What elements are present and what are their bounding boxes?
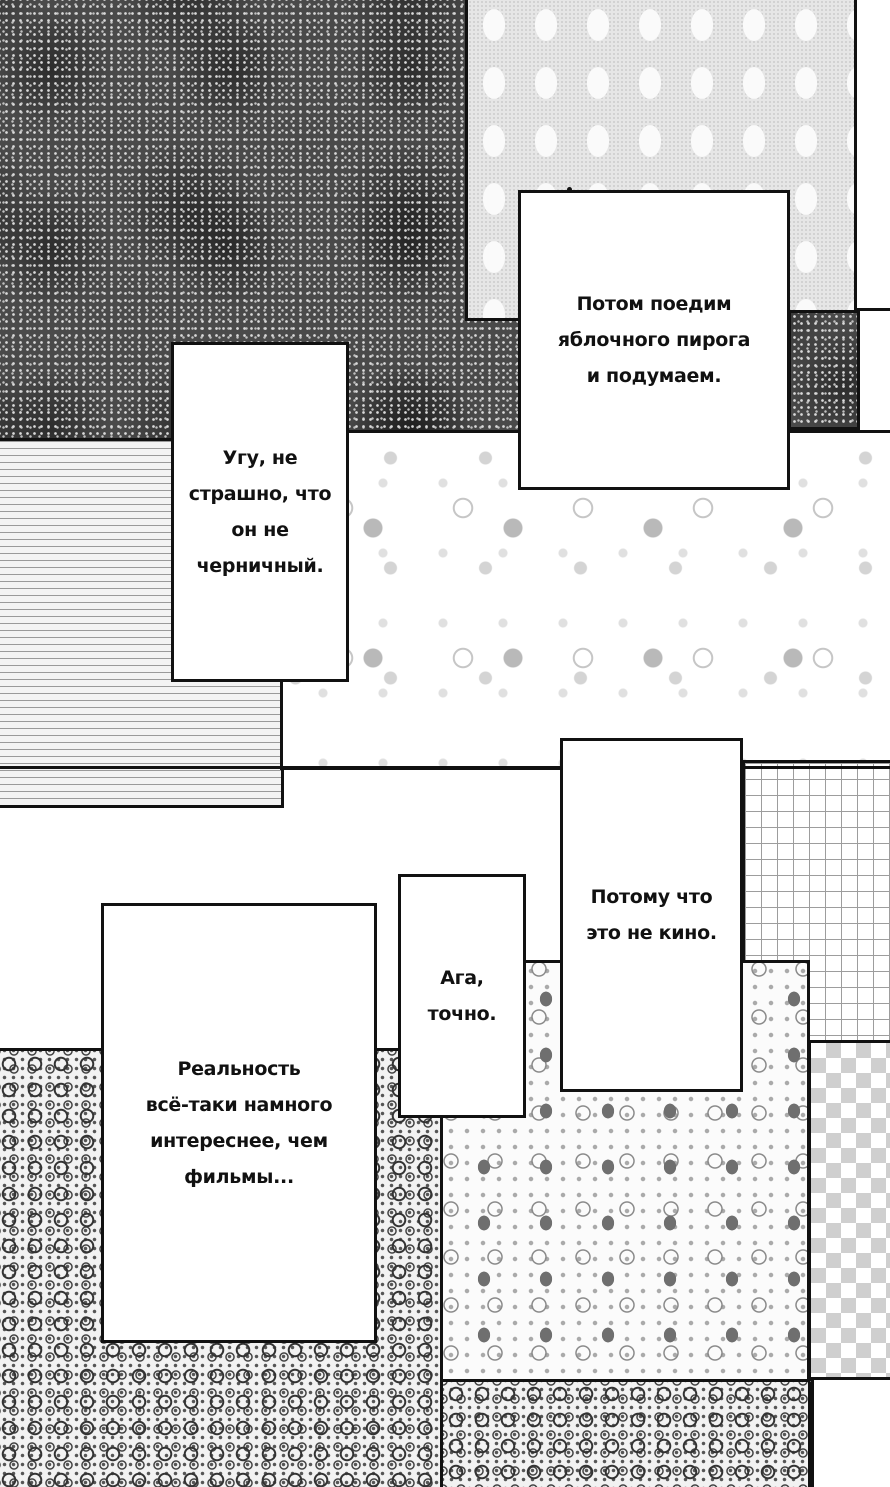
speech-text: Потом поедим яблочного пирога и подумаем… [557,293,751,387]
panel-border-line [855,308,890,311]
speech-text: Ага, точно. [427,967,497,1025]
speech-bubble-reality: Реальность всё-таки намного интереснее, … [101,903,377,1343]
panel-border-line [808,1382,811,1487]
checkerboard-screentone-panel [808,1040,890,1380]
speech-bubble-not-movie: Потому что это не кино. [560,738,743,1092]
speech-bubble-apple-pie: Потом поедим яблочного пирога и подумаем… [518,190,790,490]
speech-text: Реальность всё-таки намного интереснее, … [145,1058,333,1188]
speech-text: Потому что это не кино. [586,886,717,944]
dark-speckled-screentone-panel [0,0,521,444]
speech-bubble-not-blueberry: Угу, не страшно, что он не черничный. [171,342,349,682]
speech-text: Угу, не страшно, что он не черничный. [188,447,332,577]
dark-screentone-strip [788,310,860,430]
speech-bubble-agree: Ага, точно. [398,874,526,1118]
lace-screentone-lower-strip [440,1378,814,1487]
panel-border-line [0,766,890,769]
speech-tail-dot [567,187,572,192]
